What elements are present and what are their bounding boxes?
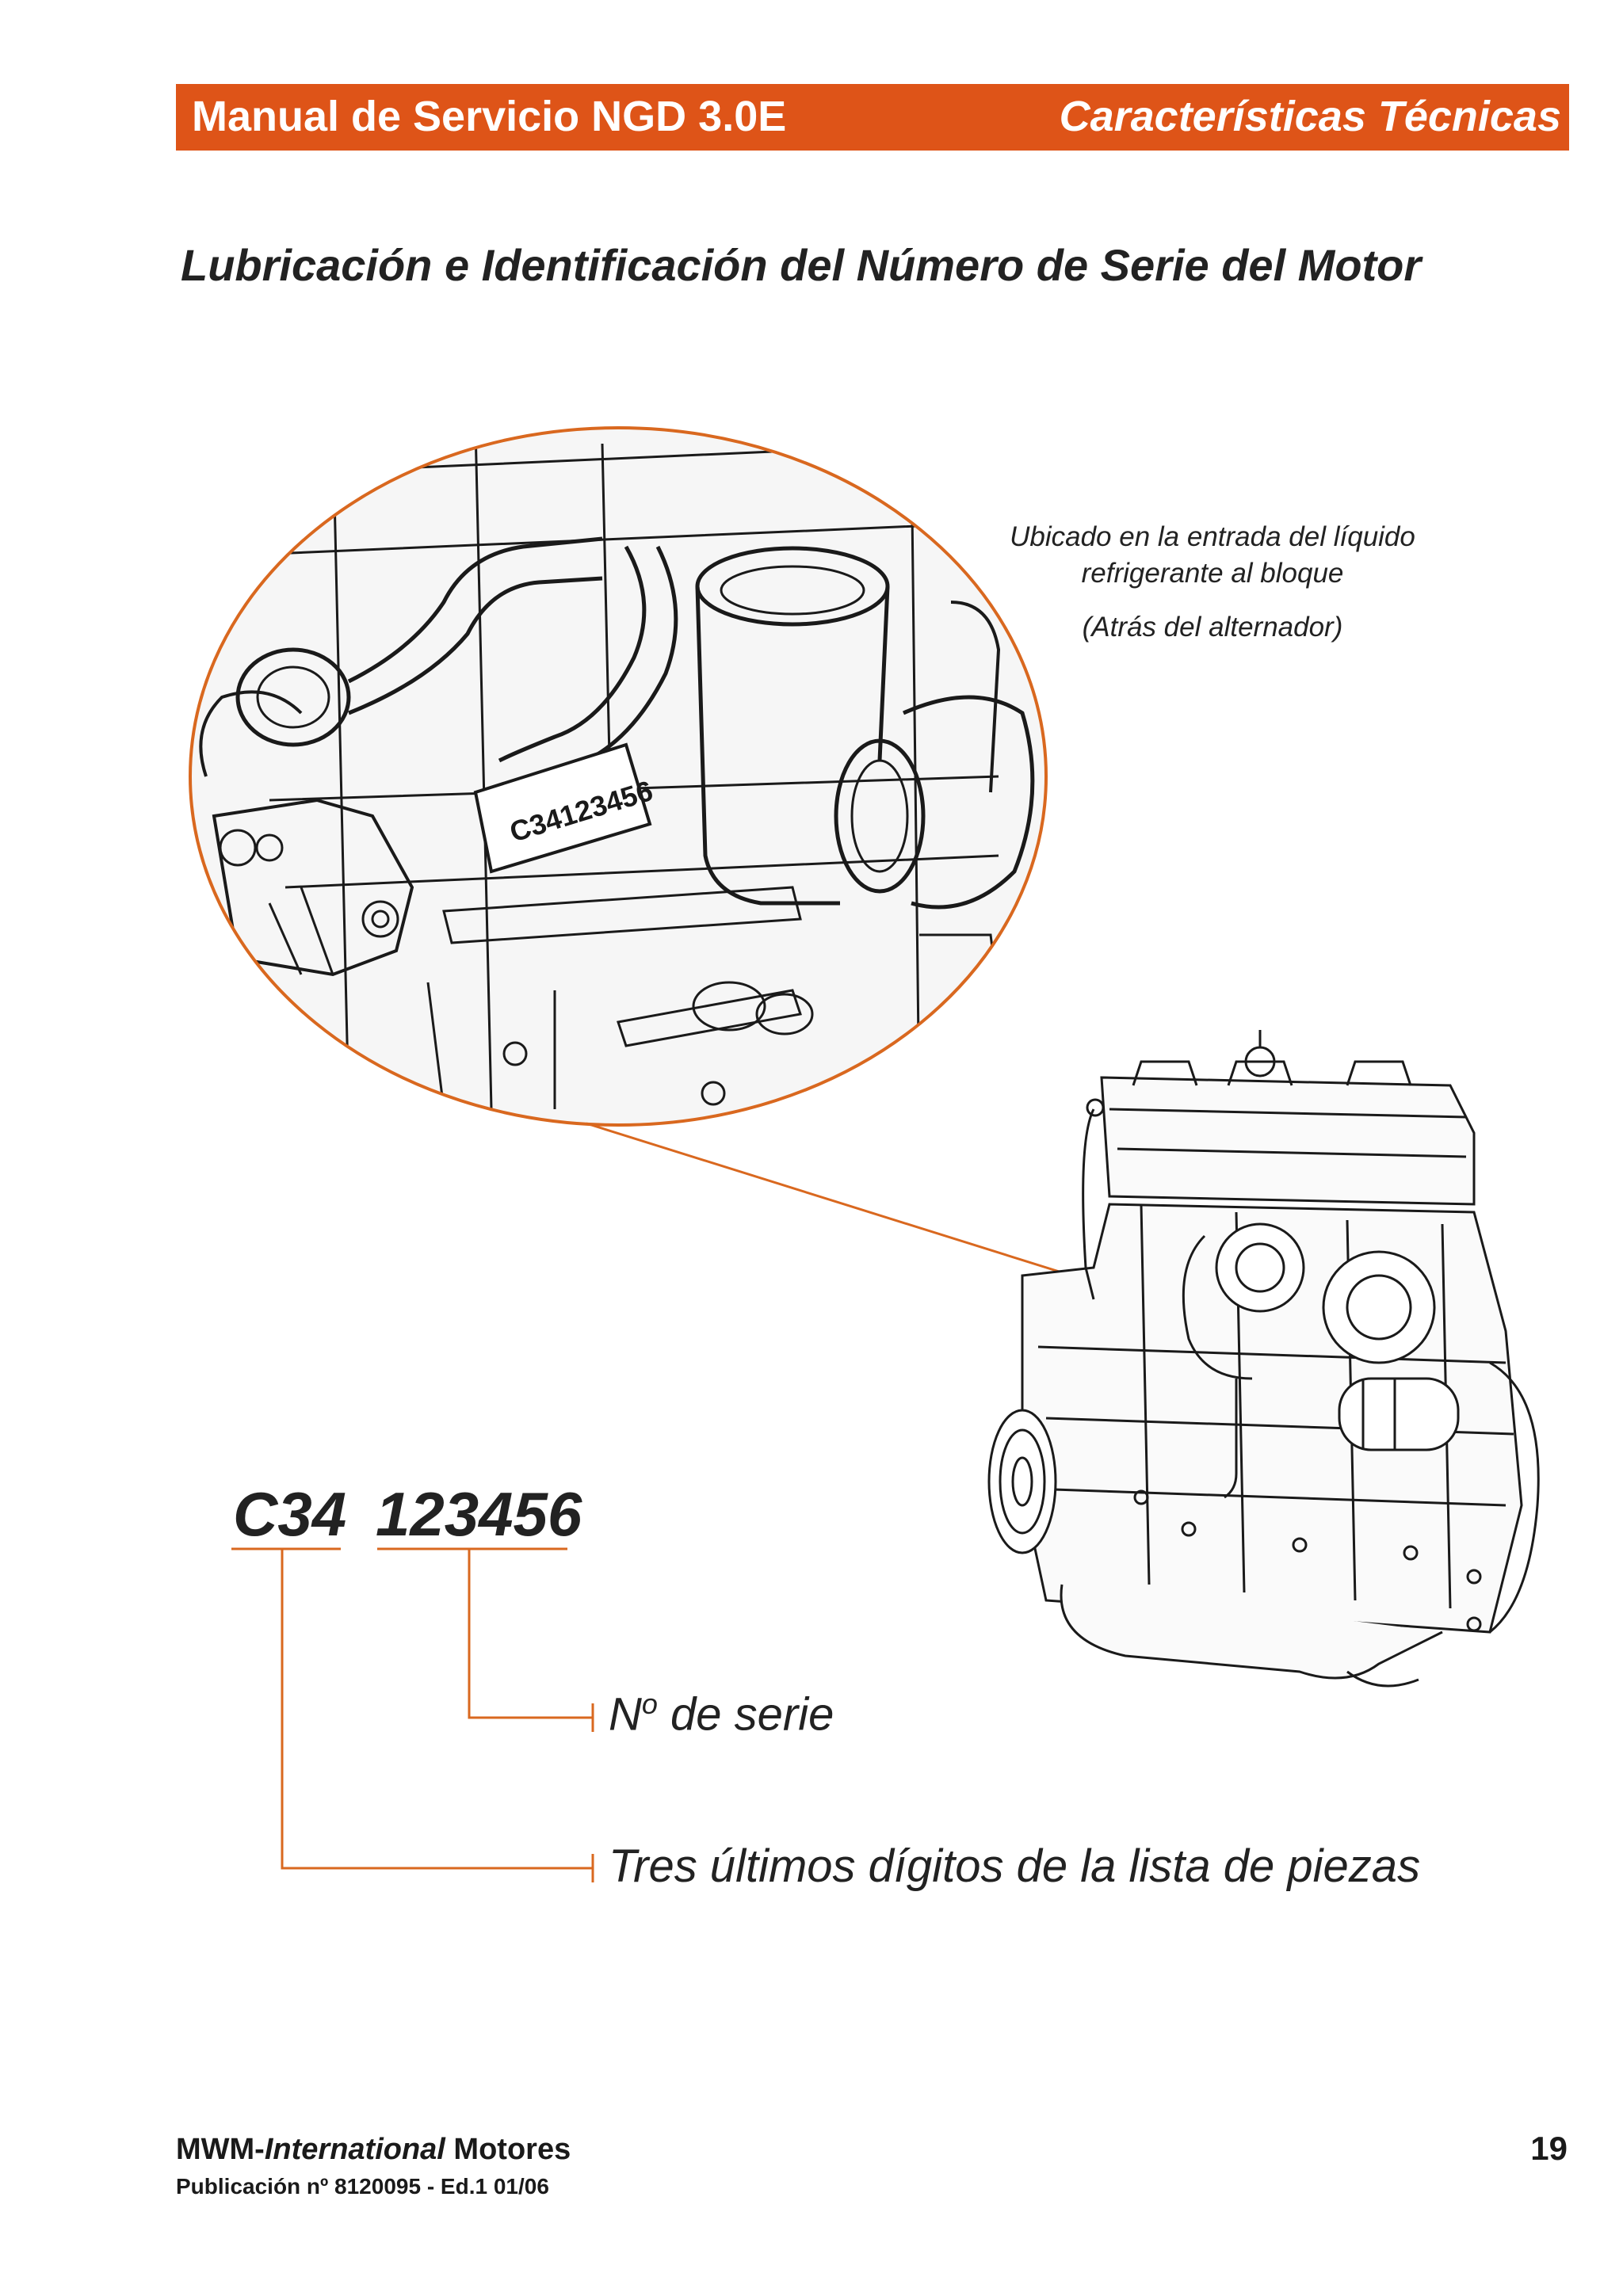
location-caption-line2: refrigerante al bloque <box>1081 558 1344 589</box>
manual-title: Manual de Servicio NGD 3.0E <box>192 93 787 140</box>
page-title: Lubricación e Identificación del Número … <box>181 240 1422 290</box>
number-leader <box>468 1549 593 1719</box>
location-caption-line1: Ubicado en la entrada del líquido <box>1010 521 1415 552</box>
prefix-leader <box>281 1549 593 1870</box>
footer-brand: MWM-International Motores <box>176 2133 571 2166</box>
serial-prefix: C34 <box>233 1479 347 1549</box>
serial-number: 123456 <box>376 1479 582 1549</box>
location-note: (Atrás del alternador) <box>1082 612 1343 643</box>
engine-drawing <box>987 1030 1540 1688</box>
section-title: Características Técnicas <box>1059 93 1561 140</box>
page-number: 19 <box>1530 2130 1568 2167</box>
parts-list-label: Tres últimos dígitos de la lista de piez… <box>609 1840 1421 1892</box>
publication-info: Publicación nº 8120095 - Ed.1 01/06 <box>176 2174 549 2199</box>
detail-leader-line <box>586 1122 1093 1283</box>
detail-view <box>190 428 1046 1125</box>
serial-number-label: No de serie <box>609 1688 834 1741</box>
detail-circle-outline <box>189 426 1048 1127</box>
serial-leaders <box>231 1547 594 1882</box>
header-bar: Manual de Servicio NGD 3.0E Característi… <box>176 84 1569 151</box>
